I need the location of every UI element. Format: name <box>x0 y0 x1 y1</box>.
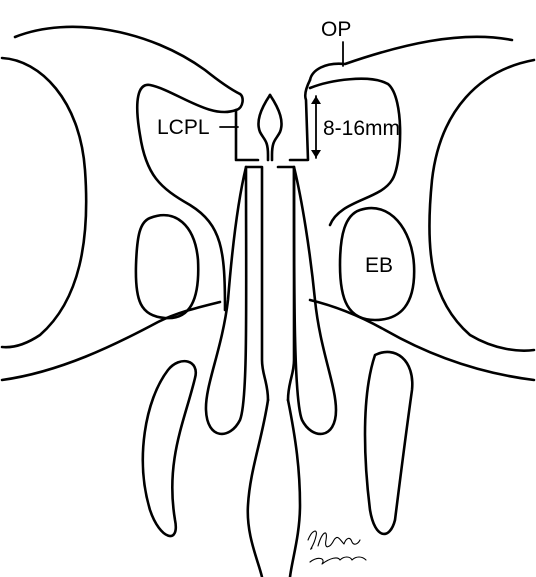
measurement-arrowhead-bottom <box>311 150 321 158</box>
left-inferior-turbinate <box>143 361 196 536</box>
artist-signature <box>308 531 366 564</box>
left-ethmoid-cell <box>136 215 198 318</box>
right-inferior-turbinate <box>365 352 412 534</box>
right-middle-turbinate <box>294 167 336 434</box>
lcpl-label: LCPL <box>157 116 210 139</box>
crista-galli <box>258 95 281 160</box>
lcpl-label-group: LCPL <box>157 116 238 139</box>
op-label-group: OP <box>321 18 351 66</box>
left-lateral-wall <box>2 27 240 380</box>
measurement-arrowhead-top <box>311 96 321 104</box>
op-label: OP <box>321 18 351 41</box>
measurement-label: 8-16mm <box>323 117 400 140</box>
right-frontal-recess <box>290 79 400 225</box>
eb-label: EB <box>365 254 393 277</box>
nasal-septum <box>246 167 300 577</box>
measurement-group: 8-16mm <box>311 96 400 158</box>
